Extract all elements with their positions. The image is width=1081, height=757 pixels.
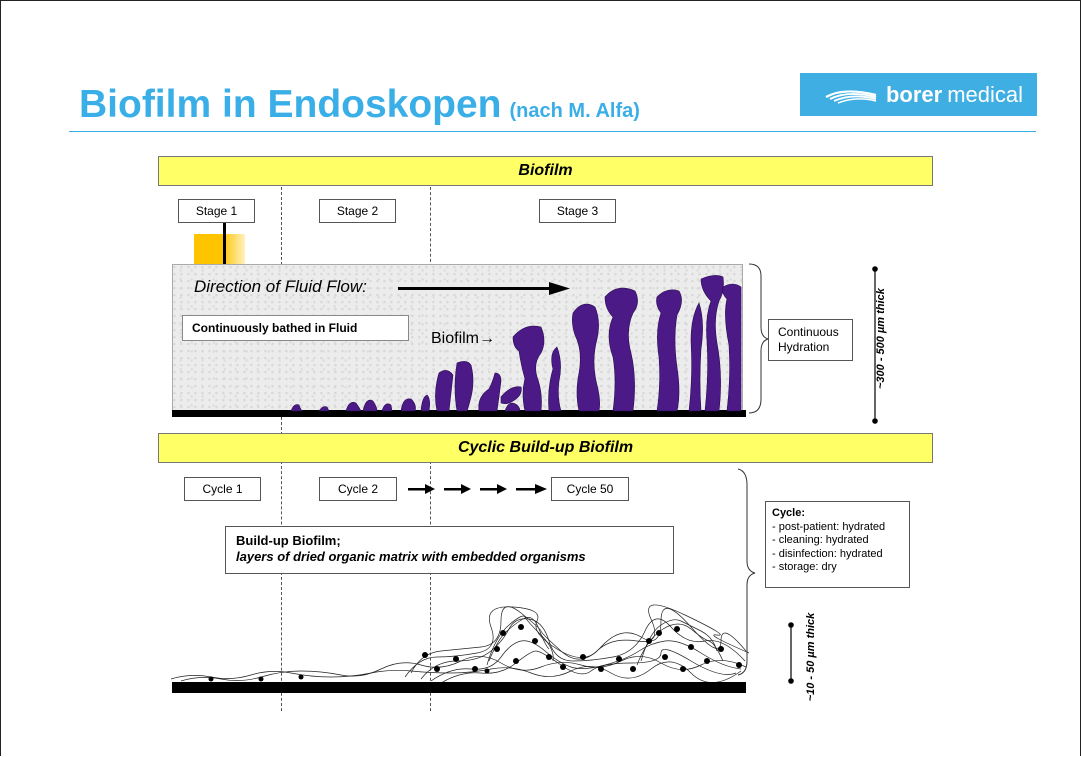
- organism-dot: [532, 638, 538, 644]
- organism-dot: [656, 630, 662, 636]
- organism-dot: [422, 652, 428, 658]
- cycle-arrow: [516, 484, 547, 494]
- organism-dot: [259, 677, 264, 682]
- cycle-arrow: [444, 484, 471, 494]
- organism-dot: [453, 656, 459, 662]
- buildup-layers: [171, 605, 749, 683]
- organism-dot: [494, 646, 500, 652]
- organism-dot: [662, 654, 668, 660]
- organism-dot: [680, 666, 686, 672]
- organism-dot: [299, 675, 304, 680]
- thickness-bar-bottom: [789, 623, 793, 683]
- cycle-brace: [738, 469, 755, 675]
- organism-dot: [718, 646, 724, 652]
- organism-dot: [209, 677, 214, 682]
- organism-dot: [434, 666, 440, 672]
- substrate-bar-bottom: [172, 682, 746, 693]
- organism-dot: [630, 666, 636, 672]
- cycle-arrow: [408, 484, 435, 494]
- organism-dot: [518, 624, 524, 630]
- organism-dot: [616, 656, 622, 662]
- organism-dot: [560, 664, 566, 670]
- cycle-arrow: [480, 484, 507, 494]
- organism-dot: [598, 666, 604, 672]
- organism-dot: [546, 654, 552, 660]
- organism-dot: [500, 630, 506, 636]
- organism-dot: [704, 658, 710, 664]
- organism-dot: [646, 638, 652, 644]
- organism-dot: [674, 626, 680, 632]
- cycle-arrows: [408, 484, 547, 494]
- organism-dot: [472, 666, 478, 672]
- organism-dot: [736, 662, 742, 668]
- organism-dot: [485, 669, 490, 674]
- organism-dot: [688, 644, 694, 650]
- organism-dot: [513, 658, 519, 664]
- organism-dot: [580, 654, 586, 660]
